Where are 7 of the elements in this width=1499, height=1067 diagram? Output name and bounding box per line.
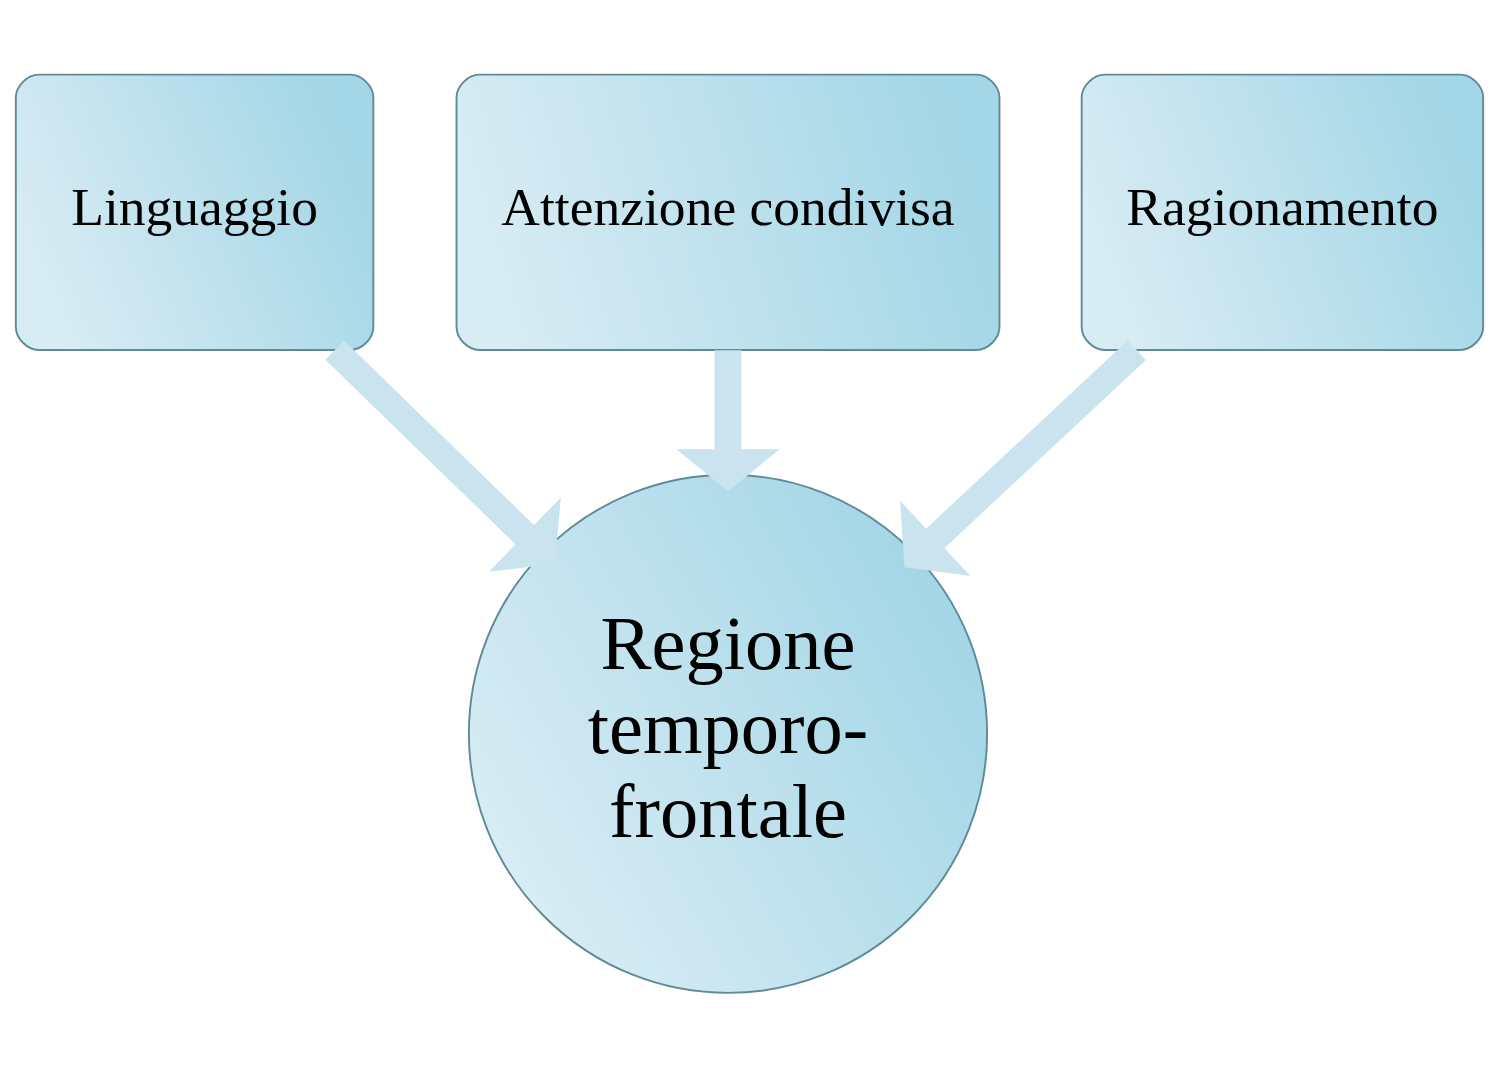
node-circle: Regione temporo- frontale <box>467 473 989 994</box>
node-box: Ragionamento <box>1080 73 1485 351</box>
node-box: Linguaggio <box>14 73 375 351</box>
arrow <box>900 339 1146 576</box>
arrow <box>676 349 780 491</box>
arrow <box>325 340 561 572</box>
node-box: Attenzione condivisa <box>455 73 1001 351</box>
